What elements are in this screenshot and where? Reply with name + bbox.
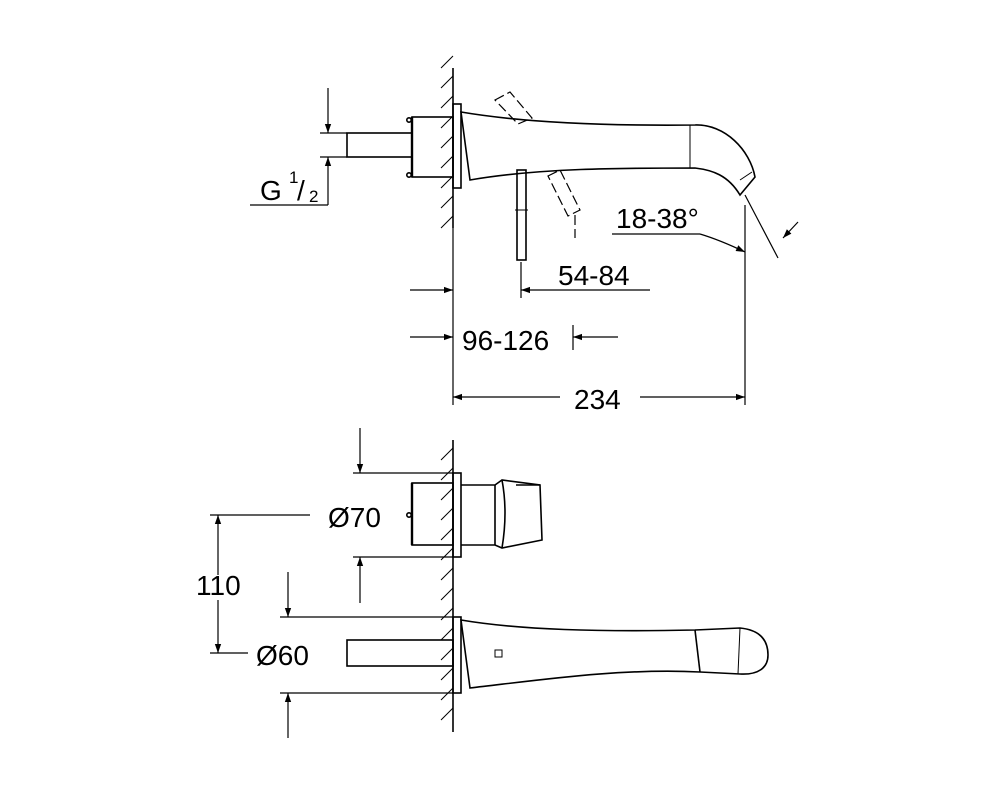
handle-diameter-label: Ø70	[328, 502, 381, 533]
center-distance-label: 110	[196, 570, 241, 601]
wall-side-view	[440, 55, 454, 229]
thread-fraction-denominator: 2	[309, 187, 318, 206]
concealed-body	[346, 116, 454, 179]
rosette-diameter-dimension	[280, 572, 453, 738]
spout-length-label: 234	[574, 384, 621, 415]
wall-plate	[452, 103, 462, 189]
angle-dimension	[612, 194, 799, 259]
thread-dimension	[250, 88, 347, 206]
rosette-diameter-label: Ø60	[256, 640, 309, 671]
spout-side	[460, 111, 756, 197]
extension-lines	[452, 205, 746, 405]
lever-side	[516, 169, 527, 261]
thread-fraction-slash: /	[297, 175, 305, 206]
spout-front	[346, 616, 769, 694]
thread-fraction-numerator: 1	[289, 168, 298, 187]
side-view	[250, 55, 799, 405]
handle-front	[405, 472, 543, 558]
front-view	[210, 428, 769, 738]
angle-label: 18-38°	[616, 203, 699, 234]
lever-ghost	[494, 91, 581, 238]
center-distance-dimension	[210, 514, 310, 654]
lever-offset-label: 54-84	[558, 260, 630, 291]
handle-diameter-dimension	[353, 428, 453, 603]
thread-label: G	[260, 175, 282, 206]
wall-depth-label: 96-126	[462, 325, 549, 356]
